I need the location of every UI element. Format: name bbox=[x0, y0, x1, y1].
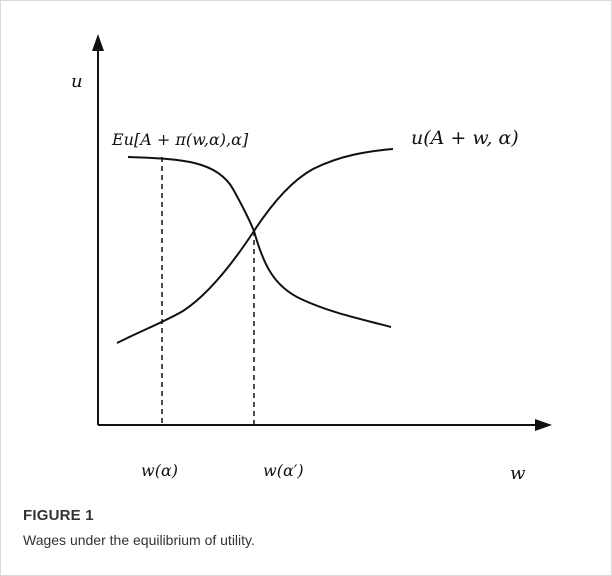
figure-caption-title: FIGURE 1 bbox=[23, 507, 94, 524]
y-axis-arrowhead bbox=[92, 34, 104, 51]
figure-caption: FIGURE 1 Wages under the equilibrium of … bbox=[23, 507, 255, 548]
x-axis-arrowhead bbox=[535, 419, 552, 431]
figure-caption-text: Wages under the equilibrium of utility. bbox=[23, 532, 255, 548]
utility-curve bbox=[116, 148, 394, 344]
w-alpha-prime-label: w(α′) bbox=[263, 461, 304, 480]
expected-utility-curve-label: Eu[A + π(w,α),α] bbox=[111, 130, 249, 149]
utility-curve-label: u(A + w, α) bbox=[411, 127, 519, 149]
y-axis-label: u bbox=[71, 71, 83, 92]
utility-wage-diagram: u Eu[A + π(w,α),α] u(A + w, α) w(α) w(α′… bbox=[71, 34, 552, 484]
w-alpha-label: w(α) bbox=[141, 461, 178, 480]
expected-utility-curve bbox=[127, 156, 392, 328]
x-axis-label: w bbox=[510, 463, 526, 484]
